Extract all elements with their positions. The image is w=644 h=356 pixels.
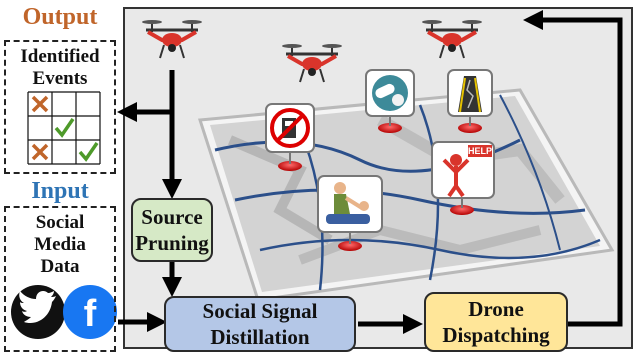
social-signal-line1: Social Signal [202, 299, 318, 323]
social-media-line2: Media [34, 234, 86, 255]
input-title: Input [31, 178, 89, 204]
social-media-line3: Data [40, 256, 80, 277]
first-aid-pin [317, 175, 383, 251]
source-pruning-box: Source Pruning [131, 198, 213, 262]
cross-mark-icon [31, 143, 49, 161]
source-pruning-line1: Source [141, 205, 203, 229]
facebook-letter: f [84, 293, 97, 335]
pills-pin [365, 69, 415, 133]
check-mark-icon [78, 142, 99, 162]
first-aid-icon [326, 182, 370, 224]
drone-dispatching-line1: Drone [468, 297, 524, 321]
drone-icon [282, 44, 342, 83]
help-pin: HELP [431, 141, 495, 215]
identified-events-line1: Identified [20, 46, 100, 67]
identified-events-box: Identified Events [4, 40, 116, 174]
help-sign-text: HELP [468, 146, 492, 156]
drone-dispatching-line2: Dispatching [442, 323, 550, 347]
pills-icon [372, 75, 408, 111]
cracked-road-icon [458, 76, 482, 113]
no-fuel-pin [265, 103, 315, 171]
facebook-icon: f [63, 285, 117, 339]
drone-dispatching-box: Drone Dispatching [424, 292, 568, 352]
source-pruning-line2: Pruning [135, 231, 209, 255]
social-media-data-box: Social Media Data [4, 206, 116, 352]
event-grid-marks [31, 95, 99, 162]
social-signal-distillation-box: Social Signal Distillation [164, 296, 356, 352]
output-title: Output [22, 4, 98, 30]
no-fuel-icon [270, 108, 310, 148]
twitter-icon [11, 285, 65, 339]
cracked-road-pin [447, 69, 493, 133]
cross-mark-icon [31, 95, 49, 113]
drone-icon [422, 20, 482, 59]
drone-icon [142, 20, 202, 59]
social-signal-line2: Distillation [210, 325, 310, 349]
help-icon: HELP [442, 145, 492, 198]
social-media-line1: Social [35, 212, 85, 233]
flow-arrows [117, 10, 623, 334]
identified-events-line2: Events [32, 68, 88, 89]
event-grid [27, 91, 101, 165]
check-mark-icon [54, 118, 75, 138]
